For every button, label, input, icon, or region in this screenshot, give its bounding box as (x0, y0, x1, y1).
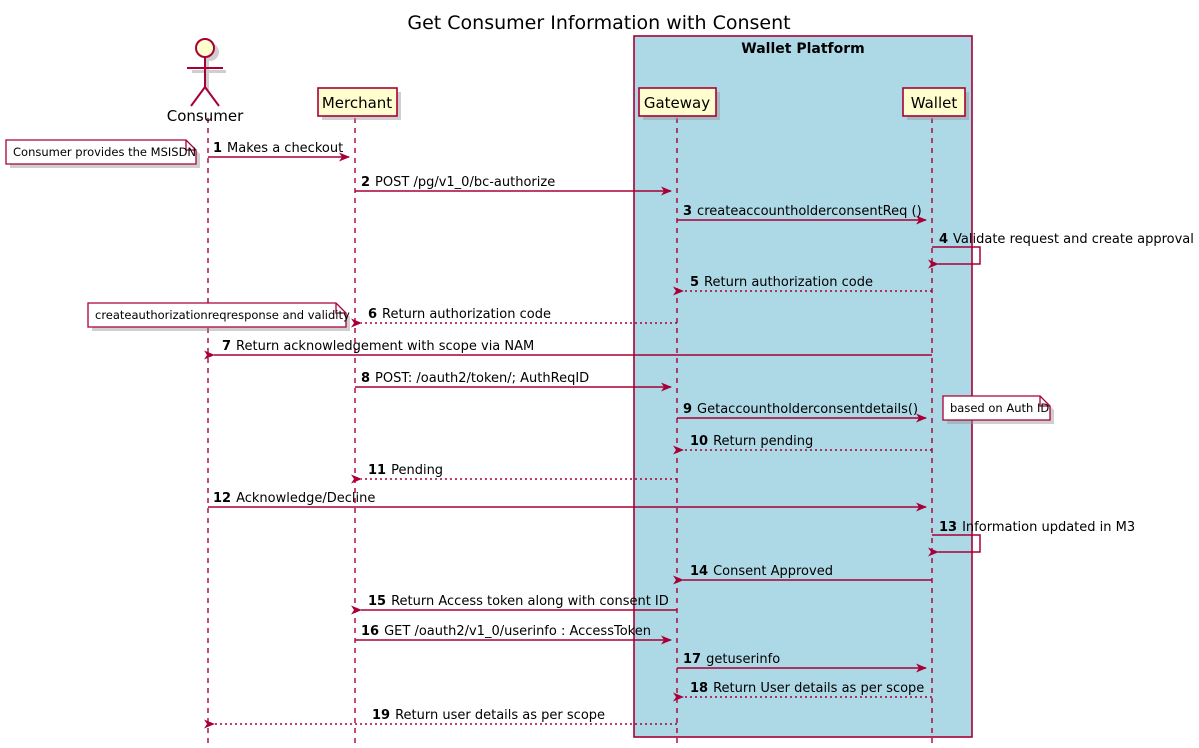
message-8: 8 POST: /oauth2/token/; AuthReqID (355, 371, 672, 392)
message-11-number: 11 (368, 463, 386, 478)
message-12-number: 12 (213, 491, 231, 506)
participant-label-merchant: Merchant (322, 94, 392, 112)
message-6-number: 6 (368, 307, 377, 322)
participant-wallet[interactable]: Wallet (902, 87, 969, 120)
actor-leg-left-icon (190, 86, 206, 107)
message-12: 12 Acknowledge/Decline (208, 491, 927, 512)
message-11-label: Pending (391, 463, 443, 478)
note-msisdn-fold-icon (185, 140, 196, 151)
message-16-label: GET /oauth2/v1_0/userinfo : AccessToken (384, 624, 651, 639)
participant-merchant[interactable]: Merchant (317, 87, 401, 120)
message-5-label: Return authorization code (704, 275, 873, 290)
message-5: 5 Return authorization code (673, 275, 932, 296)
message-17-number: 17 (683, 652, 701, 667)
message-4-label: Validate request and create approval (953, 232, 1194, 247)
message-6-label: Return authorization code (382, 307, 551, 322)
message-2-number: 2 (361, 175, 370, 190)
message-8-number: 8 (361, 371, 370, 386)
message-1: 1 Makes a checkout (208, 141, 350, 162)
message-19-label: Return user details as per scope (395, 708, 605, 723)
actor-head-icon (195, 38, 215, 58)
message-12-label: Acknowledge/Decline (236, 491, 375, 506)
actor-leg-right-icon (204, 86, 220, 107)
message-3: 3 createaccountholderconsentReq () (677, 204, 927, 225)
message-15: 15 Return Access token along with consen… (351, 594, 677, 615)
message-18: 18 Return User details as per scope (673, 681, 932, 702)
message-9-number: 9 (683, 402, 692, 417)
participant-label-consumer: Consumer (167, 107, 244, 125)
message-19: 19 Return user details as per scope (204, 708, 677, 729)
message-14-label: Consent Approved (713, 564, 833, 579)
message-9: 9 Getaccountholderconsentdetails() (677, 402, 927, 423)
message-4: 4 Validate request and create approval (928, 232, 1194, 269)
message-14: 14 Consent Approved (673, 564, 932, 585)
participant-label-wallet: Wallet (911, 94, 958, 112)
message-7: 7 Return acknowledgement with scope via … (204, 339, 932, 360)
message-16-number: 16 (361, 624, 379, 639)
message-10-number: 10 (690, 434, 708, 449)
message-13-label: Information updated in M3 (962, 520, 1135, 535)
message-8-label: POST: /oauth2/token/; AuthReqID (375, 371, 589, 386)
message-3-label: createaccountholderconsentReq () (697, 204, 922, 219)
message-1-label: Makes a checkout (227, 141, 343, 156)
message-11: 11 Pending (351, 463, 677, 484)
message-9-label: Getaccountholderconsentdetails() (697, 402, 918, 417)
group-wallet-platform-label: Wallet Platform (741, 41, 864, 57)
participant-box-merchant (317, 87, 398, 117)
message-6: 6 Return authorization code (351, 307, 677, 328)
message-13-number: 13 (939, 520, 957, 535)
message-10-label: Return pending (713, 434, 813, 449)
group-wallet-platform: Wallet Platform (633, 35, 973, 738)
message-5-number: 5 (690, 275, 699, 290)
message-19-number: 19 (372, 708, 390, 723)
note-msisdn-box (5, 139, 197, 165)
message-17-label: getuserinfo (706, 652, 780, 667)
message-4-self-arrow (928, 246, 981, 269)
message-7-label: Return acknowledgement with scope via NA… (236, 339, 534, 354)
message-2: 2 POST /pg/v1_0/bc-authorize (355, 175, 672, 196)
participant-consumer[interactable]: Consumer (167, 38, 244, 125)
note-authresp-label: createauthorizationreqresponse and valid… (95, 308, 350, 322)
message-16: 16 GET /oauth2/v1_0/userinfo : AccessTok… (355, 624, 672, 645)
note-authid-fold-icon (1039, 396, 1050, 407)
message-15-label: Return Access token along with consent I… (391, 594, 669, 609)
message-15-number: 15 (368, 594, 386, 609)
message-17: 17 getuserinfo (677, 652, 927, 673)
message-18-number: 18 (690, 681, 708, 696)
participant-gateway[interactable]: Gateway (638, 87, 720, 120)
note-authresp-fold-icon (335, 303, 346, 314)
message-10: 10 Return pending (673, 434, 932, 455)
message-1-number: 1 (213, 141, 222, 156)
note-msisdn-label: Consumer provides the MSISDN (13, 145, 196, 159)
message-3-number: 3 (683, 204, 692, 219)
note-authresp-box (87, 302, 347, 328)
message-14-number: 14 (690, 564, 708, 579)
group-wallet-platform-box (633, 35, 973, 738)
note-authid-box (942, 395, 1051, 421)
message-4-number: 4 (939, 232, 948, 247)
message-18-label: Return User details as per scope (713, 681, 924, 696)
message-2-label: POST /pg/v1_0/bc-authorize (375, 175, 555, 190)
diagram-title: Get Consumer Information with Consent (407, 12, 790, 34)
note-authid-label: based on Auth ID (950, 401, 1049, 415)
participant-box-wallet (902, 87, 966, 117)
participant-label-gateway: Gateway (644, 94, 710, 112)
message-13: 13 Information updated in M3 (928, 520, 1135, 557)
note-create-auth-response: createauthorizationreqresponse and valid… (87, 302, 350, 331)
note-based-on-auth-id: based on Auth ID (942, 395, 1054, 424)
note-consumer-msisdn: Consumer provides the MSISDN (5, 139, 200, 168)
participant-box-gateway (638, 87, 717, 117)
message-13-self-arrow (928, 534, 981, 557)
message-7-number: 7 (222, 339, 231, 354)
